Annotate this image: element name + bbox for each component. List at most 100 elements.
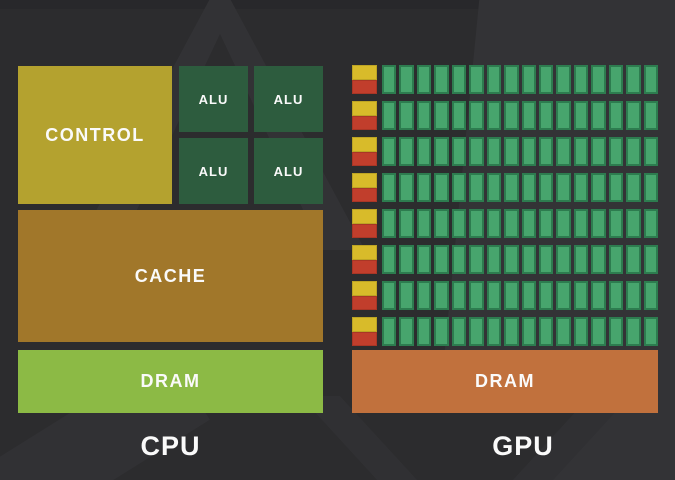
gpu-alu-cell — [382, 101, 397, 130]
gpu-alu-cell — [416, 281, 432, 310]
gpu-alu-cell — [643, 137, 658, 166]
gpu-alu-cell — [469, 209, 484, 238]
gpu-alu-cell — [469, 65, 484, 94]
gpu-alu-cell — [608, 209, 624, 238]
gpu-alu-cell — [504, 173, 519, 202]
gpu-alu-cell — [504, 245, 519, 274]
cpu-title-label: CPU — [140, 430, 201, 461]
gpu-alu-cell — [556, 281, 571, 310]
gpu-alu-cell — [591, 101, 606, 130]
gpu-alu-cell — [538, 245, 554, 274]
gpu-dram-block: DRAM — [352, 350, 658, 413]
gpu-alu-cell — [591, 317, 606, 346]
cpu-alu-label: ALU — [198, 163, 229, 179]
cpu-control-label: CONTROL — [45, 124, 145, 145]
gpu-alu-cell — [556, 209, 571, 238]
gpu-alu-cell — [626, 173, 641, 202]
gpu-title: GPU — [370, 428, 675, 464]
gpu-alu-cell — [643, 281, 658, 310]
gpu-control-cell — [352, 65, 377, 94]
gpu-alu-cell — [556, 317, 571, 346]
gpu-alu-cell — [469, 245, 484, 274]
gpu-alu-cell — [486, 101, 502, 130]
gpu-alu-cell — [399, 245, 414, 274]
gpu-alu-cell — [521, 209, 536, 238]
gpu-alu-cell — [399, 65, 414, 94]
gpu-control-cell — [352, 137, 377, 166]
gpu-alu-cell — [434, 245, 449, 274]
gpu-alu-cell — [504, 101, 519, 130]
gpu-alu-cell — [434, 209, 449, 238]
gpu-alu-cell — [382, 281, 397, 310]
cpu-alu-block-3: ALU — [179, 138, 248, 204]
gpu-alu-cell — [643, 173, 658, 202]
gpu-alu-cell — [626, 65, 641, 94]
gpu-alu-cell — [591, 281, 606, 310]
gpu-alu-cell — [504, 317, 519, 346]
gpu-alu-cell — [486, 137, 502, 166]
gpu-control-cell-red-half — [352, 295, 377, 310]
gpu-alu-cell — [451, 281, 467, 310]
gpu-alu-cell — [608, 65, 624, 94]
cpu-alu-label: ALU — [273, 163, 304, 179]
gpu-alu-cell — [382, 65, 397, 94]
gpu-control-cell-yellow-half — [352, 101, 377, 116]
cpu-alu-block-2: ALU — [254, 66, 323, 132]
gpu-alu-cell — [382, 317, 397, 346]
gpu-alu-cell — [486, 65, 502, 94]
cpu-dram-block: DRAM — [18, 350, 323, 413]
gpu-control-cell — [352, 173, 377, 202]
gpu-alu-cell — [486, 245, 502, 274]
gpu-alu-cell — [573, 209, 589, 238]
gpu-alu-cell — [538, 101, 554, 130]
gpu-alu-cell — [382, 209, 397, 238]
gpu-alu-cell — [451, 245, 467, 274]
gpu-alu-cell — [416, 173, 432, 202]
gpu-alu-cell — [521, 137, 536, 166]
gpu-alu-cell — [434, 137, 449, 166]
gpu-alu-cell — [382, 245, 397, 274]
gpu-alu-cell — [643, 101, 658, 130]
gpu-control-cell-yellow-half — [352, 281, 377, 296]
gpu-core-row — [352, 245, 658, 274]
gpu-alu-cell — [608, 173, 624, 202]
gpu-alu-cell — [451, 101, 467, 130]
gpu-alu-cell — [521, 173, 536, 202]
gpu-alu-cell — [556, 65, 571, 94]
gpu-alu-cell — [626, 101, 641, 130]
gpu-control-cell-yellow-half — [352, 65, 377, 80]
gpu-dram-label: DRAM — [475, 371, 535, 391]
gpu-alu-cell — [626, 317, 641, 346]
gpu-alu-cell — [608, 245, 624, 274]
gpu-alu-cell — [451, 65, 467, 94]
gpu-control-cell-red-half — [352, 187, 377, 202]
gpu-alu-cell — [504, 281, 519, 310]
gpu-alu-cell — [399, 173, 414, 202]
gpu-control-cell — [352, 245, 377, 274]
gpu-alu-cell — [416, 65, 432, 94]
gpu-alu-cell — [434, 65, 449, 94]
gpu-alu-cell — [643, 317, 658, 346]
gpu-control-cell — [352, 281, 377, 310]
gpu-alu-cell — [626, 209, 641, 238]
gpu-control-cell-red-half — [352, 151, 377, 166]
gpu-control-cell-red-half — [352, 115, 377, 130]
gpu-alu-cell — [538, 65, 554, 94]
gpu-alu-cell — [556, 173, 571, 202]
cpu-alu-block-4: ALU — [254, 138, 323, 204]
background-top-strip — [0, 0, 481, 9]
gpu-alu-cell — [399, 101, 414, 130]
gpu-alu-cell — [538, 137, 554, 166]
gpu-alu-cell — [608, 101, 624, 130]
gpu-alu-cell — [573, 281, 589, 310]
gpu-alu-cell — [486, 209, 502, 238]
gpu-alu-cell — [538, 209, 554, 238]
gpu-alu-cell — [434, 281, 449, 310]
gpu-alu-cell — [591, 173, 606, 202]
gpu-alu-cell — [573, 245, 589, 274]
cpu-alu-block-1: ALU — [179, 66, 248, 132]
gpu-alu-cell — [626, 281, 641, 310]
gpu-alu-cell — [573, 173, 589, 202]
gpu-alu-cell — [382, 173, 397, 202]
